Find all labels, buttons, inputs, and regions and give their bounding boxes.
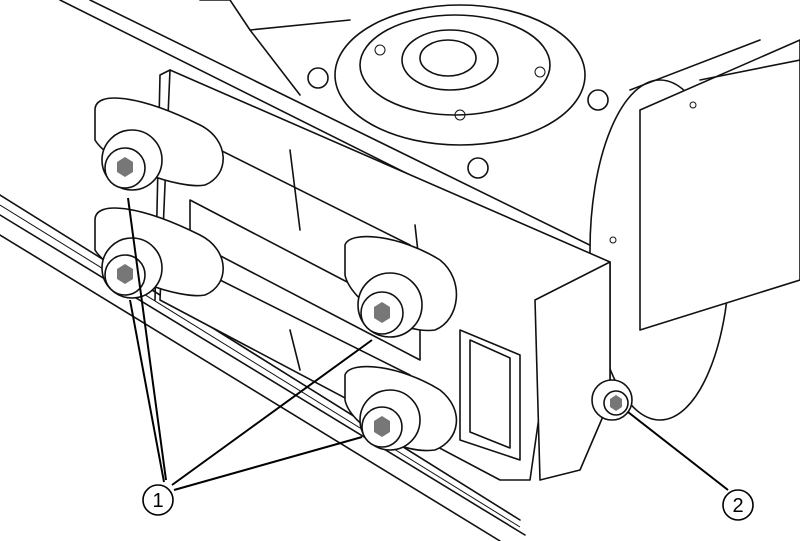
callout-1: 1	[142, 484, 174, 516]
callout-circle	[722, 489, 754, 521]
motor-housing	[589, 39, 800, 421]
callout-2: 2	[722, 489, 754, 521]
callout-circle	[142, 484, 174, 516]
bearing-flange	[199, 0, 609, 179]
callout-label: 2	[732, 495, 743, 517]
side-screw	[591, 379, 633, 421]
socket-head-screws	[94, 97, 458, 452]
leader-lines	[127, 197, 729, 491]
callout-label: 1	[152, 490, 163, 512]
